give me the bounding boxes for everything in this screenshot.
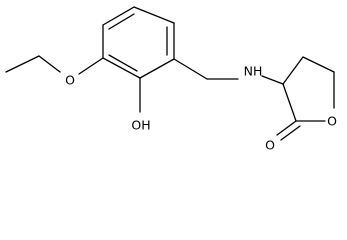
bond-nh-c3 — [261, 75, 284, 85]
ether-oxygen-label: O — [65, 73, 75, 88]
lactone-bond-c3-c4 — [282, 56, 304, 85]
bond-o-ring — [78, 57, 104, 75]
carbonyl-bond-a — [276, 120, 297, 136]
carbonyl-bond-b — [280, 125, 301, 141]
ring-oxygen-label: O — [327, 114, 337, 129]
ethyl-group — [5, 55, 61, 73]
lactone-bond-c4-c5 — [302, 56, 335, 73]
ring-double-bond-a — [108, 13, 135, 30]
bond-ch2-o — [38, 55, 61, 73]
carbonyl-oxygen-label: O — [265, 138, 275, 153]
lactone-bond-c2-c3 — [282, 83, 297, 122]
ring-double-bond-c — [108, 54, 138, 72]
benzene-ring — [102, 6, 175, 79]
amine-label: NH — [244, 64, 263, 79]
ring-bond-6 — [102, 57, 141, 79]
lactone-ring — [282, 56, 335, 122]
molecule-structure-diagram: O OH NH O O — [5, 6, 337, 153]
bond-ring-ch2 — [173, 58, 208, 80]
bond-ch3-ch2 — [5, 55, 40, 73]
ring-bond-5 — [139, 58, 175, 79]
ring-bond-2 — [102, 6, 135, 26]
ring-bond-3 — [133, 6, 175, 24]
hydroxyl-label: OH — [131, 118, 150, 133]
